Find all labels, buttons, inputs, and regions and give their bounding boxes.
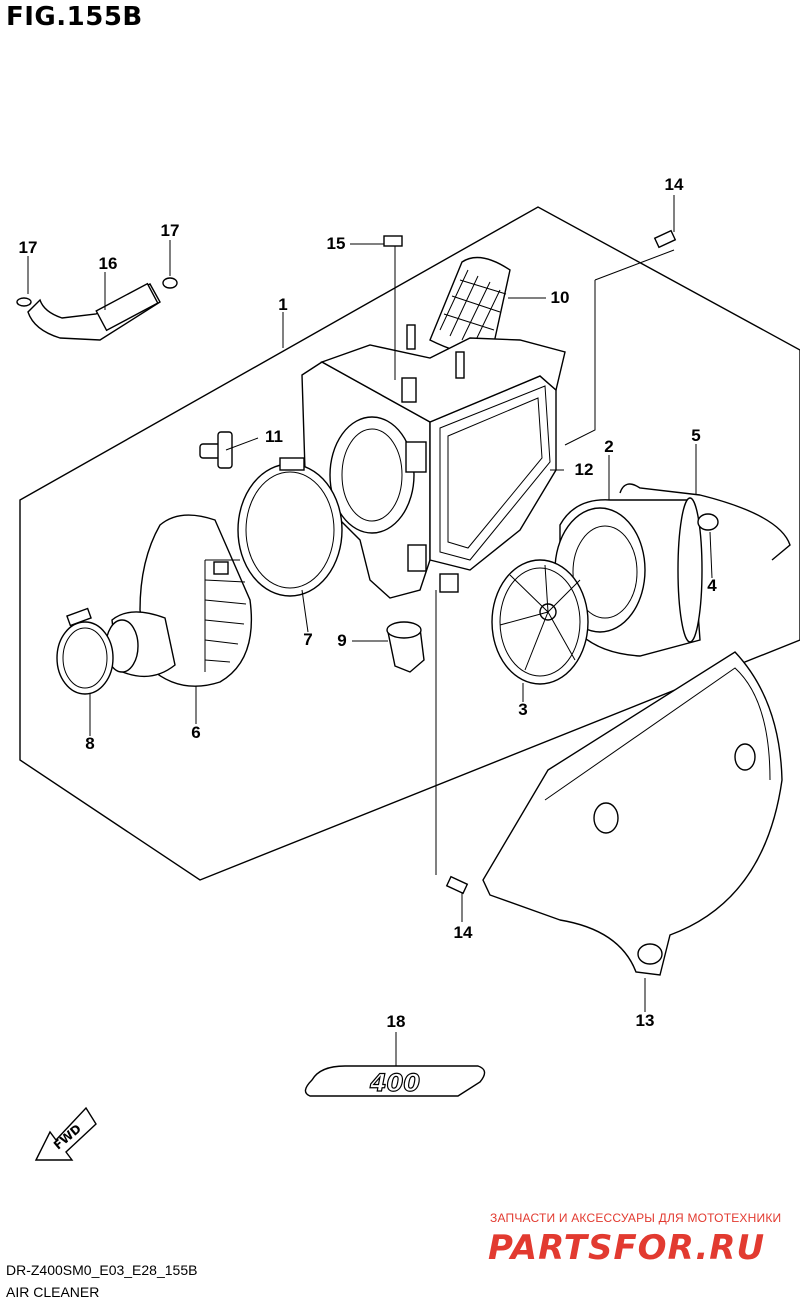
filter-cage-part-3 <box>491 559 589 685</box>
forward-direction-arrow: FWD <box>34 1106 97 1161</box>
callout-1: 1 <box>278 295 288 314</box>
bolt-part-14-top <box>653 229 677 249</box>
emblem-part-18: 400 <box>304 1065 486 1098</box>
watermark-logo: PARTSFOR.RU <box>488 1228 766 1268</box>
leader-lines <box>27 195 713 1066</box>
callout-12: 12 <box>574 460 594 479</box>
clamp-part-17-left <box>16 297 32 307</box>
emblem-text: 400 <box>369 1069 420 1097</box>
callout-9: 9 <box>337 631 347 650</box>
callout-2: 2 <box>604 437 614 456</box>
callout-3: 3 <box>518 700 528 719</box>
callout-8: 8 <box>85 734 95 753</box>
callout-16: 16 <box>98 254 118 273</box>
callout-4: 4 <box>707 576 717 595</box>
clamp-part-8 <box>56 607 114 695</box>
callout-14-top: 14 <box>664 175 684 194</box>
wire-clip-part-5 <box>619 483 791 561</box>
watermark-tagline: ЗАПЧАСТИ И АКСЕССУАРЫ ДЛЯ МОТОТЕХНИКИ <box>490 1211 782 1225</box>
callout-6: 6 <box>191 723 201 742</box>
assembly-outline <box>19 206 800 881</box>
callout-17-right: 17 <box>160 221 180 240</box>
band-part-7 <box>237 457 343 597</box>
callout-15: 15 <box>326 234 346 253</box>
filter-part-2 <box>554 497 703 657</box>
diagram-name: AIR CLEANER <box>6 1284 100 1300</box>
bolt-part-15 <box>383 235 403 247</box>
intake-boot-part-10 <box>429 256 511 355</box>
callout-14-bottom: 14 <box>453 923 473 942</box>
callout-13: 13 <box>635 1011 655 1030</box>
callout-11: 11 <box>265 427 283 446</box>
drain-cap-part-9 <box>386 621 425 673</box>
clamp-part-17-right <box>162 277 178 289</box>
callout-18: 18 <box>386 1012 406 1031</box>
callout-7: 7 <box>303 630 313 649</box>
air-box-part-1 <box>301 324 566 599</box>
bolt-part-14-bottom <box>445 875 469 895</box>
callout-5: 5 <box>691 426 701 445</box>
joint-part-11 <box>199 431 233 469</box>
nut-part-4 <box>697 513 719 531</box>
callout-10: 10 <box>550 288 570 307</box>
figure-title: FIG.155B <box>6 2 143 32</box>
callout-17-left: 17 <box>18 238 38 257</box>
side-cover-part-13 <box>482 651 783 976</box>
hose-part-16 <box>27 282 161 341</box>
outlet-tube-part-6 <box>105 514 253 687</box>
diagram-code: DR-Z400SM0_E03_E28_155B <box>6 1262 198 1278</box>
